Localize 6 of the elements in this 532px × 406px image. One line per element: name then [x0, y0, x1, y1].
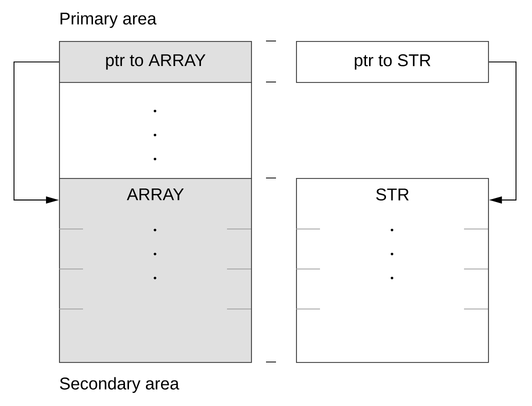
memory-box: ARRAY	[58, 178, 252, 363]
memory-box	[59, 82, 252, 179]
arrow	[488, 62, 516, 204]
memory-box: ptr to STR	[296, 41, 489, 83]
memory-box: ptr to ARRAY	[59, 41, 252, 83]
memory-box: STR	[296, 178, 489, 363]
